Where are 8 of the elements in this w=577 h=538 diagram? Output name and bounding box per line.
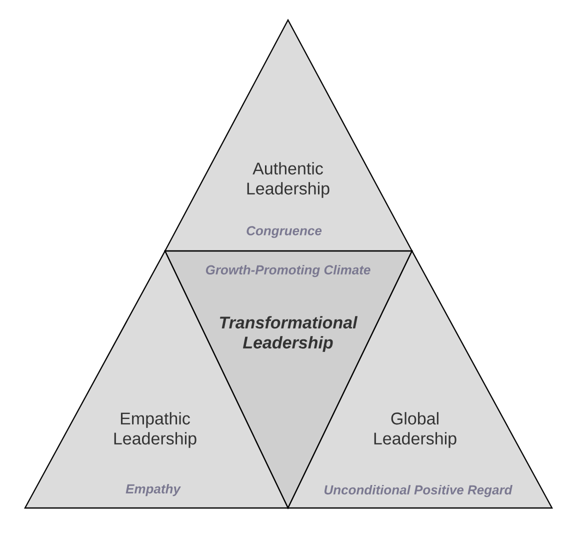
panel-title: Transformational Leadership xyxy=(220,316,358,352)
quality-label: Empathy xyxy=(126,484,181,496)
quality-label: Congruence xyxy=(246,226,322,238)
panel-title: Authentic Leadership xyxy=(247,162,330,198)
quality-label: Unconditional Positive Regard xyxy=(324,484,512,498)
panel-title: Global Leadership xyxy=(374,412,456,448)
panel-title: Empathic Leadership xyxy=(114,412,196,448)
quality-label: Growth-Promoting Climate xyxy=(206,264,370,278)
